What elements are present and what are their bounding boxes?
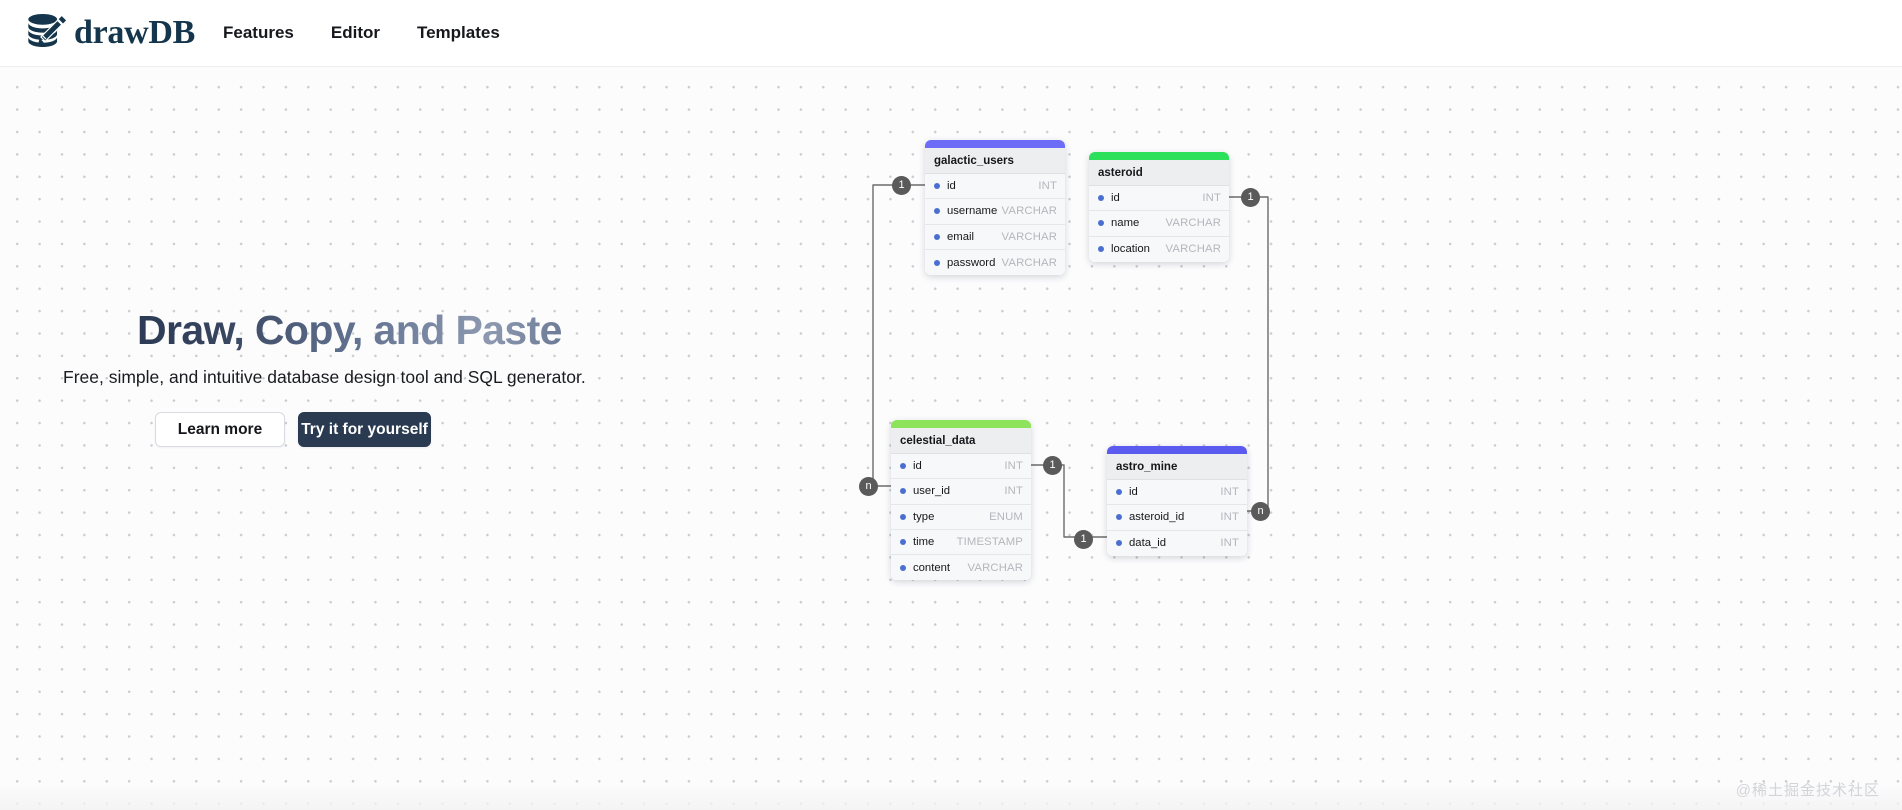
field-key-dot-icon	[900, 488, 906, 495]
field-key-dot-icon	[934, 259, 940, 266]
field-key-dot-icon	[900, 513, 906, 520]
field-key-dot-icon	[900, 539, 906, 546]
field-type: VARCHAR	[1165, 243, 1221, 256]
field-key-dot-icon	[900, 463, 906, 470]
field-name: id	[1129, 486, 1138, 499]
table-field-row[interactable]: location VARCHAR	[1089, 236, 1229, 262]
hero-section: Draw, Copy, and Paste Free, simple, and …	[63, 308, 777, 448]
cardinality-badge-to: n	[859, 477, 878, 496]
field-type: VARCHAR	[1001, 230, 1057, 243]
field-type: VARCHAR	[1001, 205, 1057, 218]
table-name: astro_mine	[1107, 454, 1247, 480]
cardinality-badge-from: 1	[892, 176, 911, 195]
field-type: INT	[1004, 460, 1023, 473]
field-name: name	[1111, 217, 1140, 230]
field-name: location	[1111, 243, 1150, 256]
field-key-dot-icon	[1116, 540, 1122, 547]
field-type: INT	[1202, 192, 1221, 205]
main-nav: Features Editor Templates	[223, 23, 500, 43]
cardinality-badge-to: n	[1251, 502, 1270, 521]
field-name: username	[947, 205, 998, 218]
field-key-dot-icon	[934, 183, 940, 190]
table-name: galactic_users	[925, 148, 1065, 174]
field-name: password	[947, 256, 996, 269]
hero-button-group: Learn more Try it for yourself	[155, 412, 777, 448]
table-color-bar	[1089, 152, 1229, 160]
table-field-row[interactable]: time TIMESTAMP	[891, 529, 1031, 556]
field-name: data_id	[1129, 537, 1167, 550]
field-type: VARCHAR	[967, 561, 1023, 574]
database-pencil-icon	[28, 13, 67, 48]
table-field-row[interactable]: id INT	[1107, 480, 1247, 506]
field-type: ENUM	[989, 510, 1023, 523]
field-key-dot-icon	[1098, 195, 1104, 202]
field-name: type	[913, 510, 935, 523]
field-key-dot-icon	[1116, 514, 1122, 521]
table-field-row[interactable]: email VARCHAR	[925, 224, 1065, 250]
field-type: INT	[1004, 485, 1023, 498]
table-field-row[interactable]: name VARCHAR	[1089, 211, 1229, 237]
field-type: INT	[1220, 486, 1239, 499]
table-color-bar	[891, 420, 1031, 428]
field-type: INT	[1220, 537, 1239, 550]
table-field-row[interactable]: content VARCHAR	[891, 555, 1031, 581]
relationship-line[interactable]	[1030, 464, 1108, 538]
nav-editor[interactable]: Editor	[330, 23, 380, 42]
cardinality-badge-to: 1	[1074, 530, 1093, 549]
hero-subtitle: Free, simple, and intuitive database des…	[63, 367, 586, 388]
site-header: drawDB Features Editor Templates	[0, 0, 1902, 66]
learn-more-button[interactable]: Learn more	[155, 412, 285, 448]
field-name: id	[947, 180, 956, 193]
table-field-row[interactable]: password VARCHAR	[925, 249, 1065, 276]
table-field-row[interactable]: id INT	[925, 174, 1065, 200]
logo[interactable]: drawDB	[24, 10, 195, 56]
header-divider	[0, 66, 1902, 67]
field-name: email	[947, 230, 974, 243]
field-name: content	[913, 561, 951, 574]
table-name: celestial_data	[891, 428, 1031, 454]
table-name: asteroid	[1089, 160, 1229, 186]
watermark: @稀土掘金技术社区	[1735, 782, 1880, 799]
field-name: time	[913, 536, 935, 549]
table-field-row[interactable]: id INT	[891, 454, 1031, 480]
field-key-dot-icon	[1116, 489, 1122, 496]
nav-templates[interactable]: Templates	[416, 23, 500, 42]
field-name: id	[1111, 192, 1120, 205]
field-type: VARCHAR	[1001, 256, 1057, 269]
try-it-button[interactable]: Try it for yourself	[298, 412, 431, 448]
table-field-row[interactable]: id INT	[1089, 186, 1229, 212]
field-key-dot-icon	[1098, 246, 1104, 253]
field-type: INT	[1038, 180, 1057, 193]
field-key-dot-icon	[900, 564, 906, 571]
field-name: user_id	[913, 485, 951, 498]
table-color-bar	[1107, 446, 1247, 454]
cardinality-badge-from: 1	[1241, 188, 1260, 207]
field-key-dot-icon	[934, 208, 940, 215]
field-type: VARCHAR	[1165, 217, 1221, 230]
field-type: INT	[1220, 511, 1239, 524]
table-field-row[interactable]: asteroid_id INT	[1107, 505, 1247, 531]
table-field-row[interactable]: type ENUM	[891, 504, 1031, 530]
nav-features[interactable]: Features	[223, 23, 294, 42]
field-name: id	[913, 460, 922, 473]
field-name: asteroid_id	[1129, 511, 1185, 524]
field-type: TIMESTAMP	[956, 536, 1023, 549]
table-field-row[interactable]: user_id INT	[891, 479, 1031, 505]
field-key-dot-icon	[934, 233, 940, 240]
logo-text: drawDB	[74, 14, 195, 51]
table-field-row[interactable]: data_id INT	[1107, 530, 1247, 556]
field-key-dot-icon	[1098, 220, 1104, 227]
table-color-bar	[925, 140, 1065, 148]
page-title: Draw, Copy, and Paste	[137, 308, 777, 352]
cardinality-badge-from: 1	[1043, 456, 1062, 475]
